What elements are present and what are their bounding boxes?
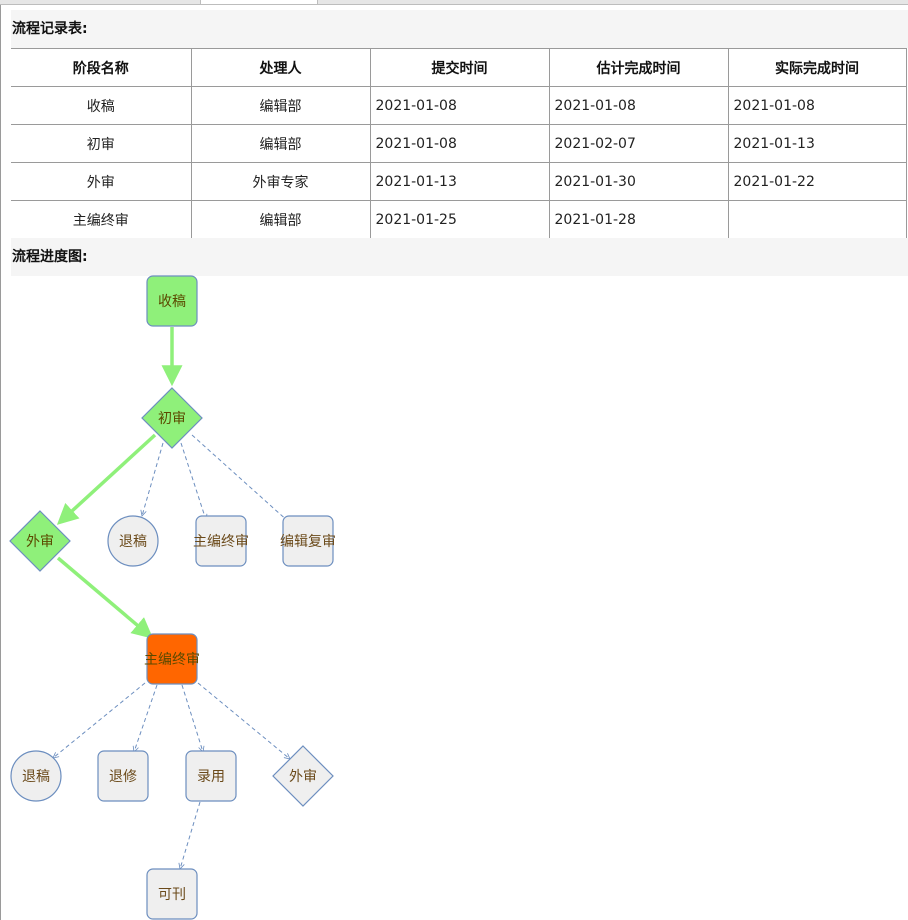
table-row: 初审 编辑部 2021-01-08 2021-02-07 2021-01-13 [11,124,907,163]
flow-node-shape [107,515,159,567]
cell-submit-time: 2021-01-25 [370,200,550,238]
flow-node-shape [195,515,247,567]
nodes-layer: 收稿初审外审退稿主编终审编辑复审主编终审退稿退修录用外审可刊 [9,275,336,920]
flow-node-shape [9,510,71,572]
edge-chushen-to-fushen [191,434,290,523]
table-row: 外审 外审专家 2021-01-13 2021-01-30 2021-01-22 [11,162,907,201]
progress-diagram-title: 流程进度图: [11,238,908,276]
cell-handler: 编辑部 [191,86,371,125]
cell-stage: 收稿 [11,86,192,125]
table-header-row: 阶段名称 处理人 提交时间 估计完成时间 实际完成时间 [11,48,907,87]
flow-node-label: 外审 [26,534,54,550]
table-row: 收稿 编辑部 2021-01-08 2021-01-08 2021-01-08 [11,86,907,125]
flow-node-label: 外审 [289,769,317,785]
flow-node-shape [146,868,198,920]
flow-node-shape [272,745,334,807]
flow-node-shape [146,633,198,685]
edge-zhubian2-to-waishen2 [197,682,290,759]
cell-stage: 初审 [11,124,192,163]
cell-actual-time: 2021-01-13 [728,124,907,163]
cell-handler: 编辑部 [191,124,371,163]
flow-node-tuigao2[interactable]: 退稿 [10,750,62,802]
edges-layer [53,327,290,869]
flow-node-label: 主编终审 [193,534,249,550]
cell-estimated-time: 2021-01-28 [549,200,729,238]
column-header-estimated-time: 估计完成时间 [549,48,729,87]
flow-node-luyong[interactable]: 录用 [185,750,237,802]
flow-node-chushen[interactable]: 初审 [141,387,203,449]
flow-node-tuigao1[interactable]: 退稿 [107,515,159,567]
flow-node-kekan[interactable]: 可刊 [146,868,198,920]
table-row: 主编终审 编辑部 2021-01-25 2021-01-28 [11,200,907,238]
edge-zhubian2-to-tuixiu [134,684,158,752]
edge-luyong-to-kekan [180,801,201,869]
flow-node-label: 退稿 [22,769,50,785]
column-header-handler: 处理人 [191,48,371,87]
cell-stage: 主编终审 [11,200,192,238]
cell-estimated-time: 2021-02-07 [549,124,729,163]
active-tab[interactable] [200,0,318,4]
cell-handler: 外审专家 [191,162,371,201]
cell-submit-time: 2021-01-08 [370,124,550,163]
flow-node-label: 录用 [197,769,225,785]
column-header-actual-time: 实际完成时间 [728,48,907,87]
column-header-stage: 阶段名称 [11,48,192,87]
flow-node-label: 可刊 [158,887,186,903]
cell-actual-time [728,200,907,238]
cell-estimated-time: 2021-01-30 [549,162,729,201]
cell-actual-time: 2021-01-08 [728,86,907,125]
flow-node-shape [282,515,334,567]
cell-submit-time: 2021-01-08 [370,86,550,125]
edge-chushen-to-zhubian1 [180,442,206,520]
flow-node-label: 主编终审 [144,652,200,668]
record-table-title: 流程记录表: [11,10,908,48]
window-left-border [0,0,1,920]
flow-node-label: 收稿 [158,294,186,310]
flow-node-shape [185,750,237,802]
flow-node-shape [10,750,62,802]
edge-chushen-to-waishen [56,433,157,525]
edge-chushen-to-tuigao1 [142,442,164,516]
edge-zhubian2-to-tuigao2 [53,682,146,758]
flow-node-shape [97,750,149,802]
flow-node-tuixiu[interactable]: 退修 [97,750,149,802]
cell-stage: 外审 [11,162,192,201]
flow-node-shape [146,275,198,327]
top-tab-strip [0,0,908,5]
flow-node-label: 初审 [158,410,186,427]
flow-node-shape [141,387,203,449]
flow-node-zhubian2[interactable]: 主编终审 [144,633,200,685]
flow-node-waishen[interactable]: 外审 [9,510,71,572]
flow-node-zhubian1[interactable]: 主编终审 [193,515,249,567]
column-header-submit-time: 提交时间 [370,48,550,87]
flow-node-fushen[interactable]: 编辑复审 [280,515,336,567]
flow-node-label: 退稿 [119,534,147,550]
flow-node-shougao[interactable]: 收稿 [146,275,198,327]
edge-waishen-to-zhubian2 [56,556,154,639]
cell-handler: 编辑部 [191,200,371,238]
flow-node-label: 退修 [109,769,137,785]
cell-estimated-time: 2021-01-08 [549,86,729,125]
record-table: 阶段名称 处理人 提交时间 估计完成时间 实际完成时间 收稿 编辑部 2021-… [11,48,907,238]
flow-node-label: 编辑复审 [280,533,336,550]
flow-node-waishen2[interactable]: 外审 [272,745,334,807]
cell-actual-time: 2021-01-22 [728,162,907,201]
edge-zhubian2-to-luyong [181,684,203,752]
cell-submit-time: 2021-01-13 [370,162,550,201]
